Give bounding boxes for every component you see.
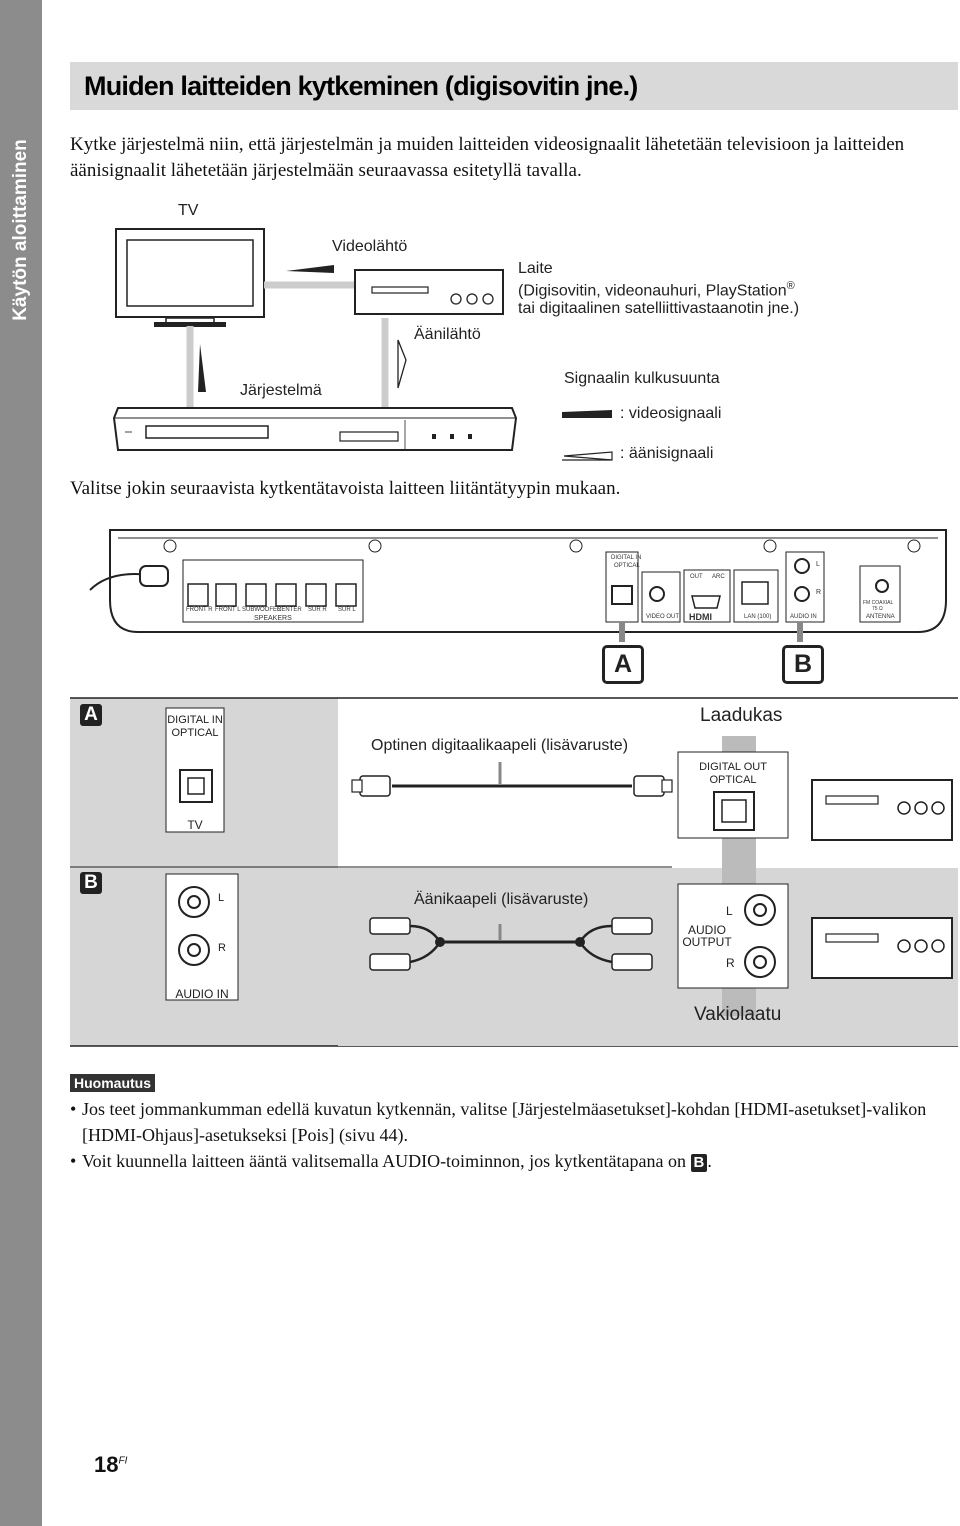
b-audio-label: AUDIO [687,923,726,937]
rp-speaker-5: SUR R [308,607,327,613]
external-device-illustration [354,269,504,315]
b-audio-in: AUDIO IN [175,987,229,1001]
device-examples-cont: tai digitaalinen satelliittivastaanotin … [518,300,800,317]
rp-audio-in: AUDIO IN [790,614,817,620]
instruction-text: Valitse jokin seuraavista kytkentätavois… [70,478,621,499]
system-unit-illustration [112,407,518,451]
legend-video: : videosignaali [620,405,722,422]
rp-speaker-4: CENTER [277,607,302,613]
audio-cable-label: Äänikaapeli (lisävaruste) [414,891,589,908]
rp-hdmi-arc: ARC [712,574,725,580]
b-in-l: L [218,892,225,904]
rp-speaker-2: FRONT L [215,607,241,613]
rp-optical: OPTICAL [614,563,640,569]
optical-cable-label: Optinen digitaalikaapeli (lisävaruste) [371,737,629,754]
a-optical: OPTICAL [171,727,219,739]
intro-paragraph: Kytke järjestelmä niin, että järjestelmä… [70,134,905,181]
panel-a-marker: A [80,704,102,726]
b-out-l: L [726,904,733,918]
system-label: Järjestelmä [240,382,322,399]
device-label: Laite [518,260,553,277]
sidebar-tab: Käytön aloittaminen [0,0,42,1526]
a-digital-out-optical: OPTICAL [709,774,757,786]
b-output-label: OUTPUT [682,935,732,949]
video-arrow-icon [286,265,334,273]
video-out-label: Videolähtö [332,238,408,255]
rp-hdmi-logo: HDMI [689,612,712,622]
a-tv-label: TV [187,818,203,832]
rp-video-out: VIDEO OUT [646,614,680,620]
note-item: Jos teet jommankumman edellä kuvatun kyt… [70,1096,950,1148]
audio-out-label: Äänilähtö [414,326,481,343]
rp-fm-ohm: 75 Ω [872,606,883,612]
rp-speaker-6: SUR L [338,607,356,613]
marker-a-callout: A [602,645,644,684]
rear-panel-illustration [89,529,947,642]
a-digital-in: DIGITAL IN [167,714,223,726]
rp-speaker-3: SUBWOOFER [242,607,282,613]
tv-label: TV [178,202,199,219]
page-title: Muiden laitteiden kytkeminen (digisoviti… [84,71,638,101]
audio-arrow-icon [397,339,407,389]
rp-speaker-1: FRONT R [186,607,213,613]
legend-title: Signaalin kulkusuunta [564,370,720,387]
quality-high-label: Laadukas [700,705,783,726]
note-list: Jos teet jommankumman edellä kuvatun kyt… [70,1096,950,1174]
b-out-r: R [726,956,735,970]
note-heading: Huomautus [70,1074,155,1092]
tv-illustration [115,228,265,327]
title-bar: Muiden laitteiden kytkeminen (digisoviti… [70,62,958,110]
audio-cable-illustration [369,917,653,971]
panel-b-marker: B [80,872,102,894]
quality-standard-label: Vakiolaatu [694,1004,782,1025]
rp-speakers-label: SPEAKERS [254,615,292,622]
note-item: Voit kuunnella laitteen ääntä valitsemal… [70,1148,950,1174]
rp-lan: LAN (100) [744,614,772,620]
optical-cable-illustration [351,762,673,797]
a-digital-out: DIGITAL OUT [699,761,767,773]
rp-audio-l: L [816,561,820,568]
legend-audio: : äänisignaali [620,445,714,462]
rp-hdmi-out: OUT [690,574,703,580]
device-examples: (Digisovitin, videonauhuri, PlayStation® [518,280,795,300]
marker-b-callout: B [782,645,824,684]
device-b-illustration [811,917,953,979]
b-in-r: R [218,942,226,954]
rp-fm-coaxial: FM COAXIAL [863,600,894,606]
page-number: 18FI [94,1452,128,1477]
rp-digital-in: DIGITAL IN [611,555,642,561]
inline-b-marker: B [690,1154,708,1172]
device-a-illustration [811,779,953,841]
rp-antenna: ANTENNA [866,614,895,620]
rp-audio-r: R [816,589,822,596]
